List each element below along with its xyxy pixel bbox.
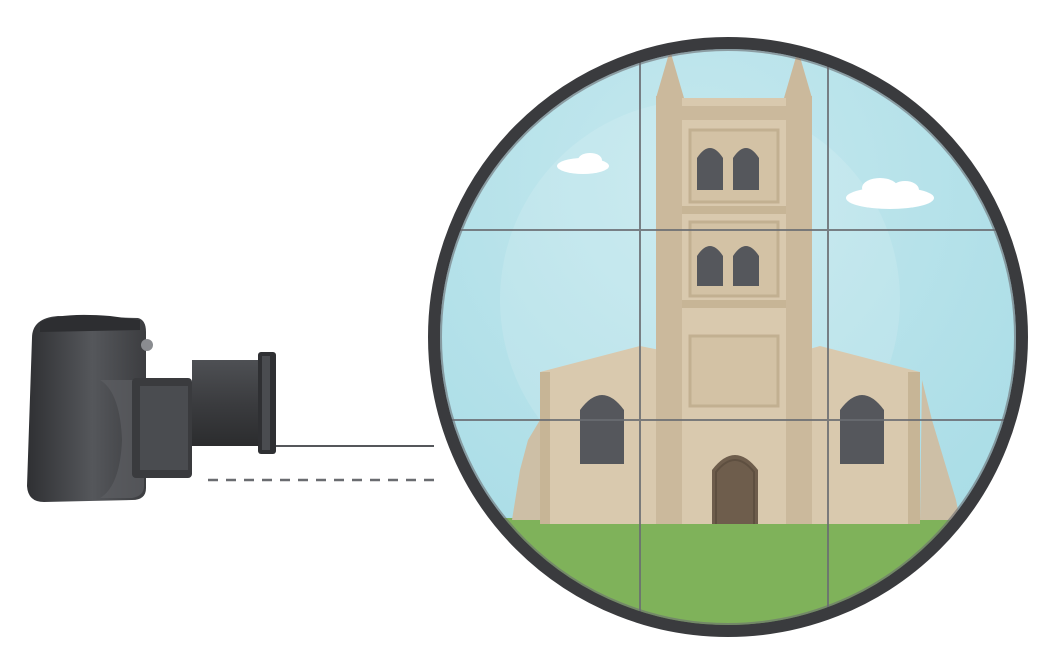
camera-icon: [27, 315, 276, 502]
tower-window-upper-right: [733, 148, 759, 190]
tower-parapet: [682, 106, 786, 120]
nave-left-edge: [540, 372, 550, 524]
tower-band-2: [682, 300, 786, 308]
tower-buttress-left: [656, 96, 682, 524]
tower-band-1: [682, 206, 786, 214]
tower-buttress-right: [786, 96, 812, 524]
lens-front-highlight: [262, 356, 270, 450]
camera-top: [40, 315, 140, 332]
shutter-button-icon: [141, 339, 153, 351]
tower-window-middle-right: [733, 246, 759, 286]
tower-window-upper-left: [697, 148, 723, 190]
tower-panel-lower: [690, 336, 778, 406]
tower-window-middle-left: [697, 246, 723, 286]
window-left: [580, 395, 624, 464]
camera-mount-face: [140, 386, 188, 470]
nave-right-edge: [908, 372, 920, 524]
lens-barrel: [192, 360, 262, 446]
church-door: [712, 455, 758, 524]
viewfinder-circle: [420, 30, 1038, 654]
window-right: [840, 395, 884, 464]
